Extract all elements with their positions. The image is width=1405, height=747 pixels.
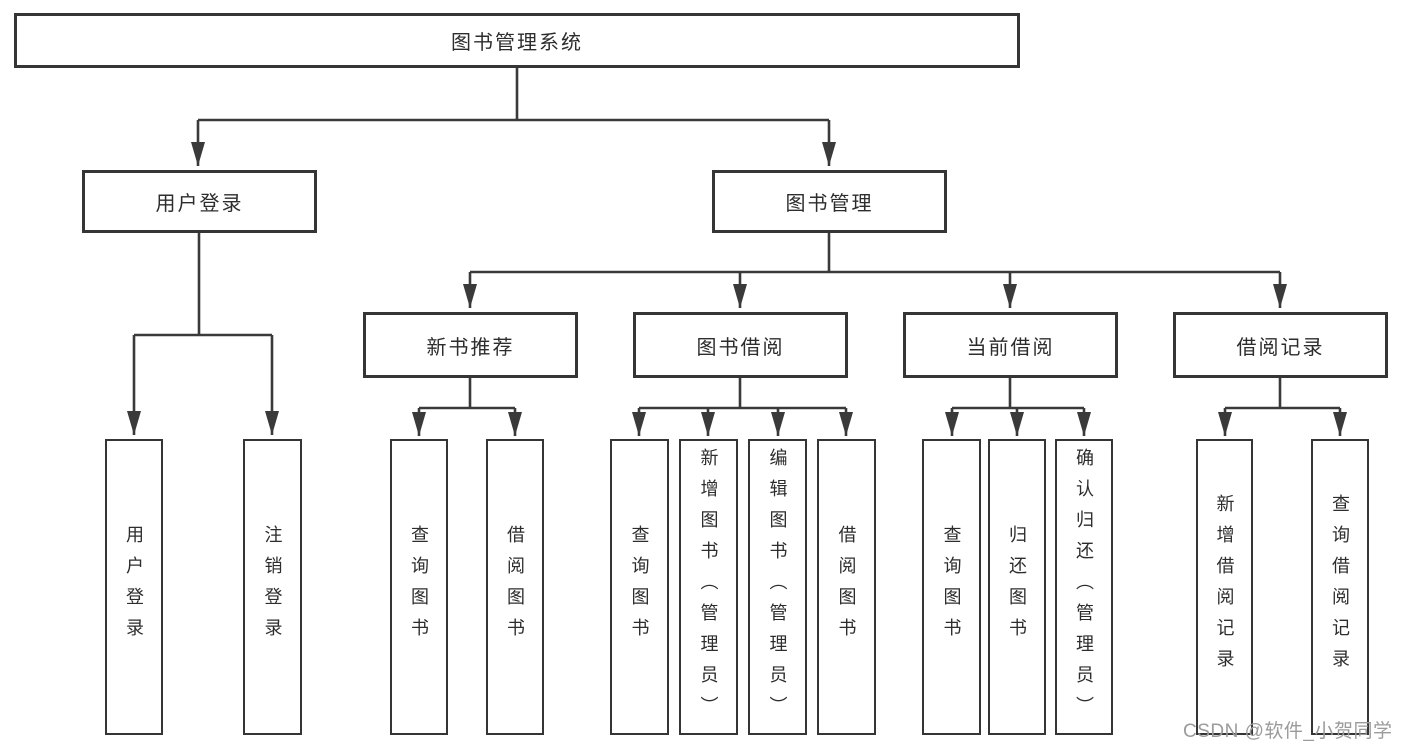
leaf-confirm-return-admin: 确认归还（管理员） <box>1055 439 1113 735</box>
node-current-borrowing: 当前借阅 <box>903 312 1118 378</box>
node-library-management-system: 图书管理系统 <box>14 13 1020 68</box>
leaf-edit-books-admin: 编辑图书（管理员） <box>748 439 807 735</box>
leaf-user-login: 用户登录 <box>105 439 163 735</box>
node-user-login: 用户登录 <box>82 170 317 233</box>
leaf-borrow-books: 借阅图书 <box>817 439 876 735</box>
node-borrowing-records: 借阅记录 <box>1173 312 1388 378</box>
leaf-logout: 注销登录 <box>243 439 302 735</box>
leaf-query-books-current: 查询图书 <box>922 439 981 735</box>
csdn-watermark: CSDN @软件_小贺同学 <box>1183 721 1393 742</box>
leaf-add-books-admin: 新增图书（管理员） <box>679 439 738 735</box>
leaf-query-borrow-record: 查询借阅记录 <box>1311 439 1369 735</box>
leaf-query-books-borrowing: 查询图书 <box>610 439 669 735</box>
leaf-borrow-books-recommend: 借阅图书 <box>486 439 544 735</box>
leaf-return-books: 归还图书 <box>988 439 1046 735</box>
leaf-add-borrow-record: 新增借阅记录 <box>1196 439 1253 735</box>
leaf-query-books-recommend: 查询图书 <box>390 439 448 735</box>
node-book-borrowing: 图书借阅 <box>633 312 848 378</box>
node-book-management: 图书管理 <box>712 170 947 233</box>
node-new-book-recommendation: 新书推荐 <box>363 312 578 378</box>
